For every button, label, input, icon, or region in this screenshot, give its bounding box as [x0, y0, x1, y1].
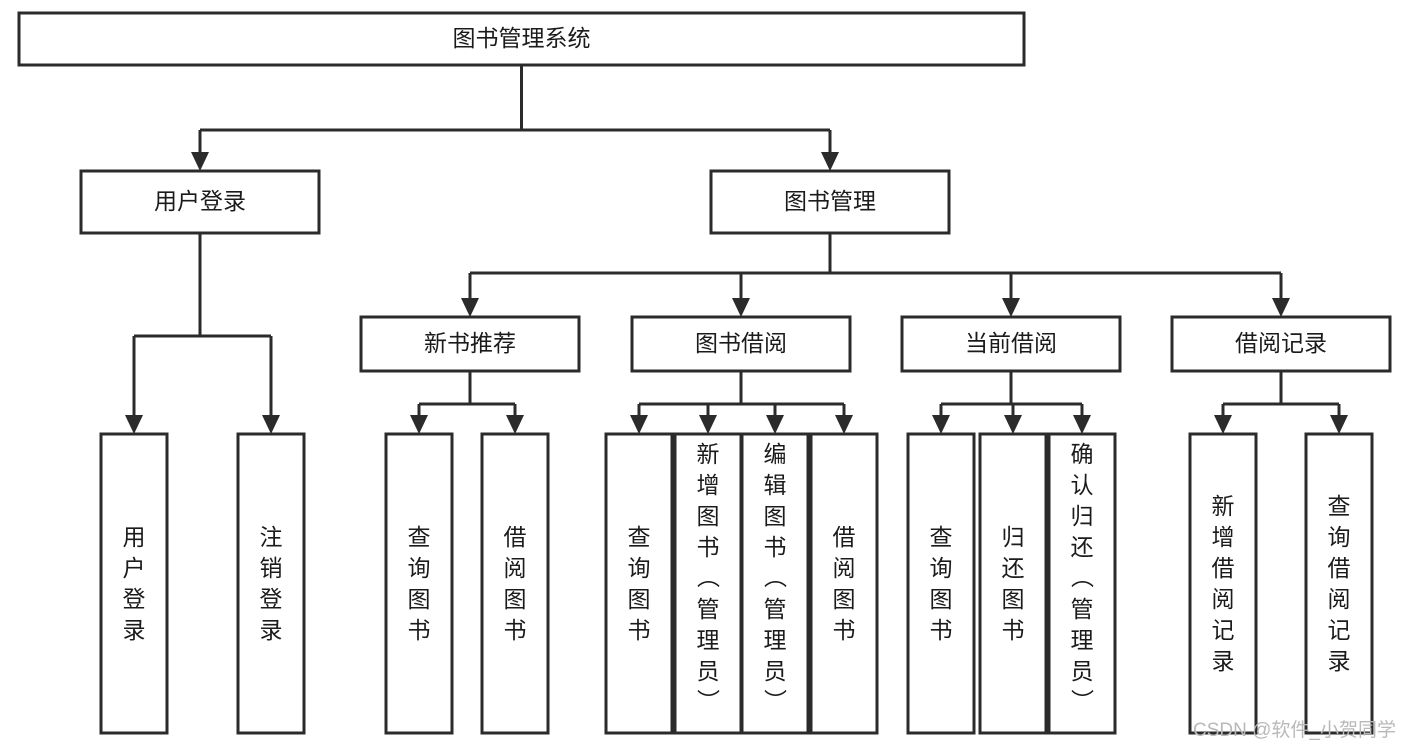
node-leaf-add-record[interactable]: 新增借阅记录	[1188, 432, 1258, 735]
arrow-head-icon	[125, 415, 143, 434]
arrow-head-icon	[1214, 415, 1232, 434]
node-label-records: 借阅记录	[1235, 330, 1327, 356]
node-leaf-return-book[interactable]: 归还图书	[978, 432, 1048, 735]
node-label-leaf-return-book: 归还图书	[1002, 524, 1025, 643]
node-box-leaf-return-book[interactable]	[978, 432, 1048, 735]
arrow-head-icon	[630, 415, 648, 434]
node-label-leaf-query-record: 查询借阅记录	[1328, 493, 1351, 674]
node-label-leaf-query-book-current: 查询图书	[930, 524, 953, 643]
node-label-leaf-borrow-book-new: 借阅图书	[504, 524, 527, 643]
node-leaf-query-book-new[interactable]: 查询图书	[384, 432, 454, 735]
node-box-login[interactable]	[79, 169, 321, 235]
arrow-head-icon	[821, 152, 839, 171]
node-label-root: 图书管理系统	[453, 25, 591, 51]
node-box-leaf-add-book[interactable]	[673, 432, 743, 735]
node-borrow[interactable]: 图书借阅	[630, 315, 852, 373]
node-leaf-query-record[interactable]: 查询借阅记录	[1304, 432, 1374, 735]
arrow-head-icon	[732, 298, 750, 317]
arrow-head-icon	[1002, 298, 1020, 317]
arrow-head-icon	[835, 415, 853, 434]
node-label-newbook: 新书推荐	[424, 330, 516, 356]
node-box-borrow[interactable]	[630, 315, 852, 373]
node-box-leaf-user-login[interactable]	[99, 432, 169, 735]
node-box-current[interactable]	[900, 315, 1122, 373]
arrow-head-icon	[506, 415, 524, 434]
node-box-leaf-borrow-book-new[interactable]	[480, 432, 550, 735]
node-leaf-borrow-book-new[interactable]: 借阅图书	[480, 432, 550, 735]
node-label-leaf-add-book: 新增图书（管理员）	[697, 441, 721, 715]
node-label-borrow: 图书借阅	[695, 330, 787, 356]
node-label-login: 用户登录	[154, 188, 246, 214]
node-box-leaf-edit-book[interactable]	[740, 432, 810, 735]
node-login[interactable]: 用户登录	[79, 169, 321, 235]
node-label-current: 当前借阅	[965, 330, 1057, 356]
arrow-head-icon	[699, 415, 717, 434]
node-box-leaf-confirm-return[interactable]	[1047, 432, 1117, 735]
node-records[interactable]: 借阅记录	[1170, 315, 1392, 373]
node-layer: 图书管理系统用户登录图书管理新书推荐图书借阅当前借阅借阅记录用户登录注销登录查询…	[17, 11, 1392, 735]
node-label-leaf-query-book-borrow: 查询图书	[628, 524, 651, 643]
node-label-leaf-borrow-book: 借阅图书	[833, 524, 856, 643]
node-current[interactable]: 当前借阅	[900, 315, 1122, 373]
node-box-leaf-query-book-borrow[interactable]	[604, 432, 674, 735]
connector-layer	[125, 65, 1348, 434]
node-label-leaf-query-book-new: 查询图书	[408, 524, 431, 643]
arrow-head-icon	[461, 298, 479, 317]
node-label-leaf-user-login: 用户登录	[123, 524, 146, 643]
node-box-leaf-query-record[interactable]	[1304, 432, 1374, 735]
node-label-leaf-confirm-return: 确认归还（管理员）	[1071, 441, 1095, 715]
node-leaf-confirm-return[interactable]: 确认归还（管理员）	[1047, 432, 1117, 735]
node-leaf-query-book-borrow[interactable]: 查询图书	[604, 432, 674, 735]
node-leaf-logout[interactable]: 注销登录	[236, 432, 306, 735]
watermark-label: CSDN @软件_小贺同学	[1193, 719, 1396, 741]
node-box-records[interactable]	[1170, 315, 1392, 373]
node-leaf-add-book[interactable]: 新增图书（管理员）	[673, 432, 743, 735]
node-label-leaf-logout: 注销登录	[260, 524, 283, 643]
arrow-head-icon	[410, 415, 428, 434]
node-leaf-edit-book[interactable]: 编辑图书（管理员）	[740, 432, 810, 735]
arrow-head-icon	[191, 152, 209, 171]
node-label-leaf-add-record: 新增借阅记录	[1212, 493, 1235, 674]
node-box-leaf-borrow-book[interactable]	[809, 432, 879, 735]
node-box-books[interactable]	[709, 169, 951, 235]
node-box-leaf-add-record[interactable]	[1188, 432, 1258, 735]
node-label-leaf-edit-book: 编辑图书（管理员）	[764, 441, 788, 715]
arrow-head-icon	[932, 415, 950, 434]
node-label-books: 图书管理	[784, 188, 876, 214]
arrow-head-icon	[1073, 415, 1091, 434]
arrow-head-icon	[1272, 298, 1290, 317]
arrow-head-icon	[262, 415, 280, 434]
node-leaf-borrow-book[interactable]: 借阅图书	[809, 432, 879, 735]
node-box-leaf-logout[interactable]	[236, 432, 306, 735]
node-leaf-user-login[interactable]: 用户登录	[99, 432, 169, 735]
arrow-head-icon	[766, 415, 784, 434]
node-box-newbook[interactable]	[359, 315, 581, 373]
node-box-leaf-query-book-current[interactable]	[906, 432, 976, 735]
node-box-leaf-query-book-new[interactable]	[384, 432, 454, 735]
node-root[interactable]: 图书管理系统	[17, 11, 1026, 67]
node-books[interactable]: 图书管理	[709, 169, 951, 235]
arrow-head-icon	[1330, 415, 1348, 434]
arrow-head-icon	[1004, 415, 1022, 434]
node-newbook[interactable]: 新书推荐	[359, 315, 581, 373]
node-box-root[interactable]	[17, 11, 1026, 67]
node-leaf-query-book-current[interactable]: 查询图书	[906, 432, 976, 735]
